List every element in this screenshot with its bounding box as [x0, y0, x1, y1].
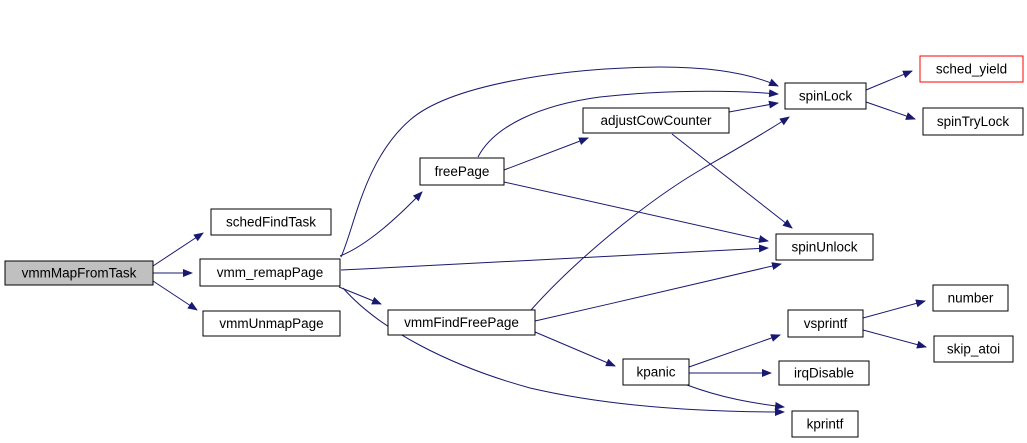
node-vsprintf[interactable]: vsprintf: [787, 309, 864, 338]
node-sched_yield[interactable]: sched_yield: [919, 55, 1024, 83]
node-skip_atoi[interactable]: skip_atoi: [933, 335, 1014, 363]
edges-layer: [152, 66, 927, 416]
node-box-spinTryLock[interactable]: [922, 107, 1024, 136]
edge-vmmFindFreePage-to-kpanic: [534, 331, 616, 367]
node-adjustCowCounter[interactable]: adjustCowCounter: [582, 107, 730, 134]
edge-vmm_remapPage-to-kprintf: [342, 287, 785, 416]
edge-vmm_remapPage-to-spinUnlock: [340, 244, 769, 271]
node-vmm_remapPage[interactable]: vmm_remapPage: [199, 258, 341, 287]
node-schedFindTask[interactable]: schedFindTask: [210, 208, 332, 236]
edge-spinLock-to-spinTryLock: [865, 101, 916, 120]
node-freePage[interactable]: freePage: [419, 157, 505, 186]
node-box-spinUnlock[interactable]: [775, 233, 874, 261]
node-vmmFindFreePage[interactable]: vmmFindFreePage: [387, 309, 536, 336]
edge-kpanic-to-vsprintf: [688, 334, 781, 368]
edge-vsprintf-to-number: [862, 299, 926, 319]
node-box-freePage[interactable]: [419, 157, 505, 186]
node-box-adjustCowCounter[interactable]: [582, 107, 730, 134]
node-label-vmmUnmapPage: vmmUnmapPage: [219, 316, 323, 331]
node-vmmMapFromTask: vmmMapFromTask: [4, 260, 154, 286]
node-label-kpanic: kpanic: [636, 365, 675, 380]
node-box-sched_yield[interactable]: [919, 55, 1024, 83]
node-label-spinLock: spinLock: [799, 89, 853, 104]
edge-vmm_remapPage-to-spinLock: [340, 66, 779, 258]
node-box-vsprintf[interactable]: [787, 309, 864, 338]
node-number[interactable]: number: [932, 284, 1009, 312]
node-spinUnlock[interactable]: spinUnlock: [775, 233, 874, 261]
edge-vmmFindFreePage-to-spinUnlock: [534, 262, 782, 322]
node-box-irqDisable[interactable]: [778, 360, 870, 386]
node-box-kprintf[interactable]: [791, 410, 859, 438]
node-box-vmmMapFromTask: [4, 260, 154, 286]
node-label-schedFindTask: schedFindTask: [226, 215, 316, 230]
node-label-number: number: [948, 291, 994, 306]
edge-vsprintf-to-skip_atoi: [862, 329, 927, 349]
node-label-irqDisable: irqDisable: [794, 366, 854, 381]
edge-freePage-to-spinLock: [477, 89, 779, 158]
node-vmmUnmapPage[interactable]: vmmUnmapPage: [202, 310, 341, 337]
edge-freePage-to-spinUnlock: [503, 181, 769, 243]
node-label-vsprintf: vsprintf: [804, 316, 848, 331]
node-label-adjustCowCounter: adjustCowCounter: [600, 113, 712, 128]
node-kpanic[interactable]: kpanic: [622, 358, 690, 386]
node-label-skip_atoi: skip_atoi: [947, 342, 1000, 357]
edge-vmmMapFromTask-to-vmmUnmapPage: [152, 280, 198, 311]
node-box-vmmUnmapPage[interactable]: [202, 310, 341, 337]
node-box-number[interactable]: [932, 284, 1009, 312]
node-spinLock[interactable]: spinLock: [784, 82, 867, 110]
node-label-vmmFindFreePage: vmmFindFreePage: [404, 315, 519, 330]
node-box-vmmFindFreePage[interactable]: [387, 309, 536, 336]
node-box-skip_atoi[interactable]: [933, 335, 1014, 363]
edge-spinLock-to-sched_yield: [865, 70, 913, 91]
node-kprintf[interactable]: kprintf: [791, 410, 859, 438]
node-box-schedFindTask[interactable]: [210, 208, 332, 236]
node-box-vmm_remapPage[interactable]: [199, 258, 341, 287]
edge-adjustCowCounter-to-spinUnlock: [671, 133, 793, 229]
node-label-freePage: freePage: [435, 164, 490, 179]
node-label-spinUnlock: spinUnlock: [791, 240, 857, 255]
edge-adjustCowCounter-to-spinLock: [728, 100, 779, 113]
edge-vmmFindFreePage-to-spinLock: [530, 116, 790, 311]
node-box-kpanic[interactable]: [622, 358, 690, 386]
node-label-sched_yield: sched_yield: [936, 62, 1007, 77]
node-label-vmm_remapPage: vmm_remapPage: [217, 265, 324, 280]
node-label-vmmMapFromTask: vmmMapFromTask: [22, 266, 137, 281]
edge-vmm_remapPage-to-freePage: [339, 191, 423, 257]
edge-freePage-to-adjustCowCounter: [503, 137, 589, 171]
edge-vmmMapFromTask-to-schedFindTask: [152, 232, 204, 267]
node-spinTryLock[interactable]: spinTryLock: [922, 107, 1024, 136]
node-label-kprintf: kprintf: [807, 417, 844, 432]
node-box-spinLock[interactable]: [784, 82, 867, 110]
edge-vmm_remapPage-to-vmmFindFreePage: [338, 286, 382, 305]
node-label-spinTryLock: spinTryLock: [937, 114, 1010, 129]
edge-kpanic-to-kprintf: [686, 384, 785, 410]
node-irqDisable[interactable]: irqDisable: [778, 360, 870, 386]
nodes-layer: vmmMapFromTask schedFindTask vmm_remapPage…: [4, 55, 1024, 438]
